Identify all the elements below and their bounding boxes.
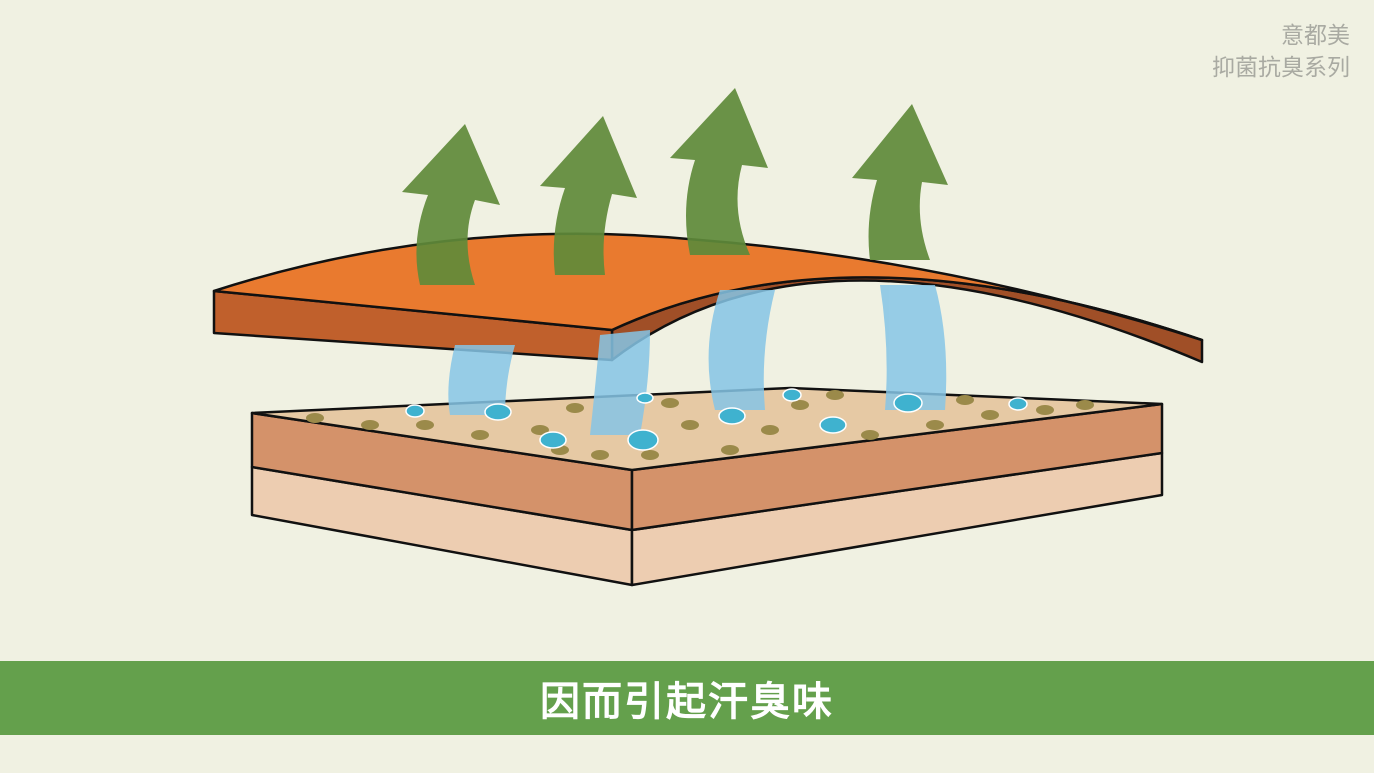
sweat-odor-illustration — [212, 88, 1204, 587]
brand-name: 意都美 — [1281, 23, 1350, 49]
sweat-droplets — [405, 388, 1028, 451]
caption-text: 因而引起汗臭味 — [540, 679, 834, 725]
skin-block — [250, 386, 1164, 587]
caption-bar: 因而引起汗臭味 — [0, 661, 1374, 735]
sweat-vapor-streams — [448, 285, 947, 435]
up-arrow-icon — [402, 124, 500, 285]
up-arrow-icon — [852, 104, 948, 260]
brand-watermark: 意都美 抑菌抗臭系列 — [1212, 20, 1350, 84]
brand-series: 抑菌抗臭系列 — [1212, 55, 1350, 81]
bacteria-dots — [306, 390, 1094, 460]
up-arrow-icon — [670, 88, 768, 255]
odor-arrows — [402, 88, 948, 285]
up-arrow-icon — [540, 116, 637, 275]
